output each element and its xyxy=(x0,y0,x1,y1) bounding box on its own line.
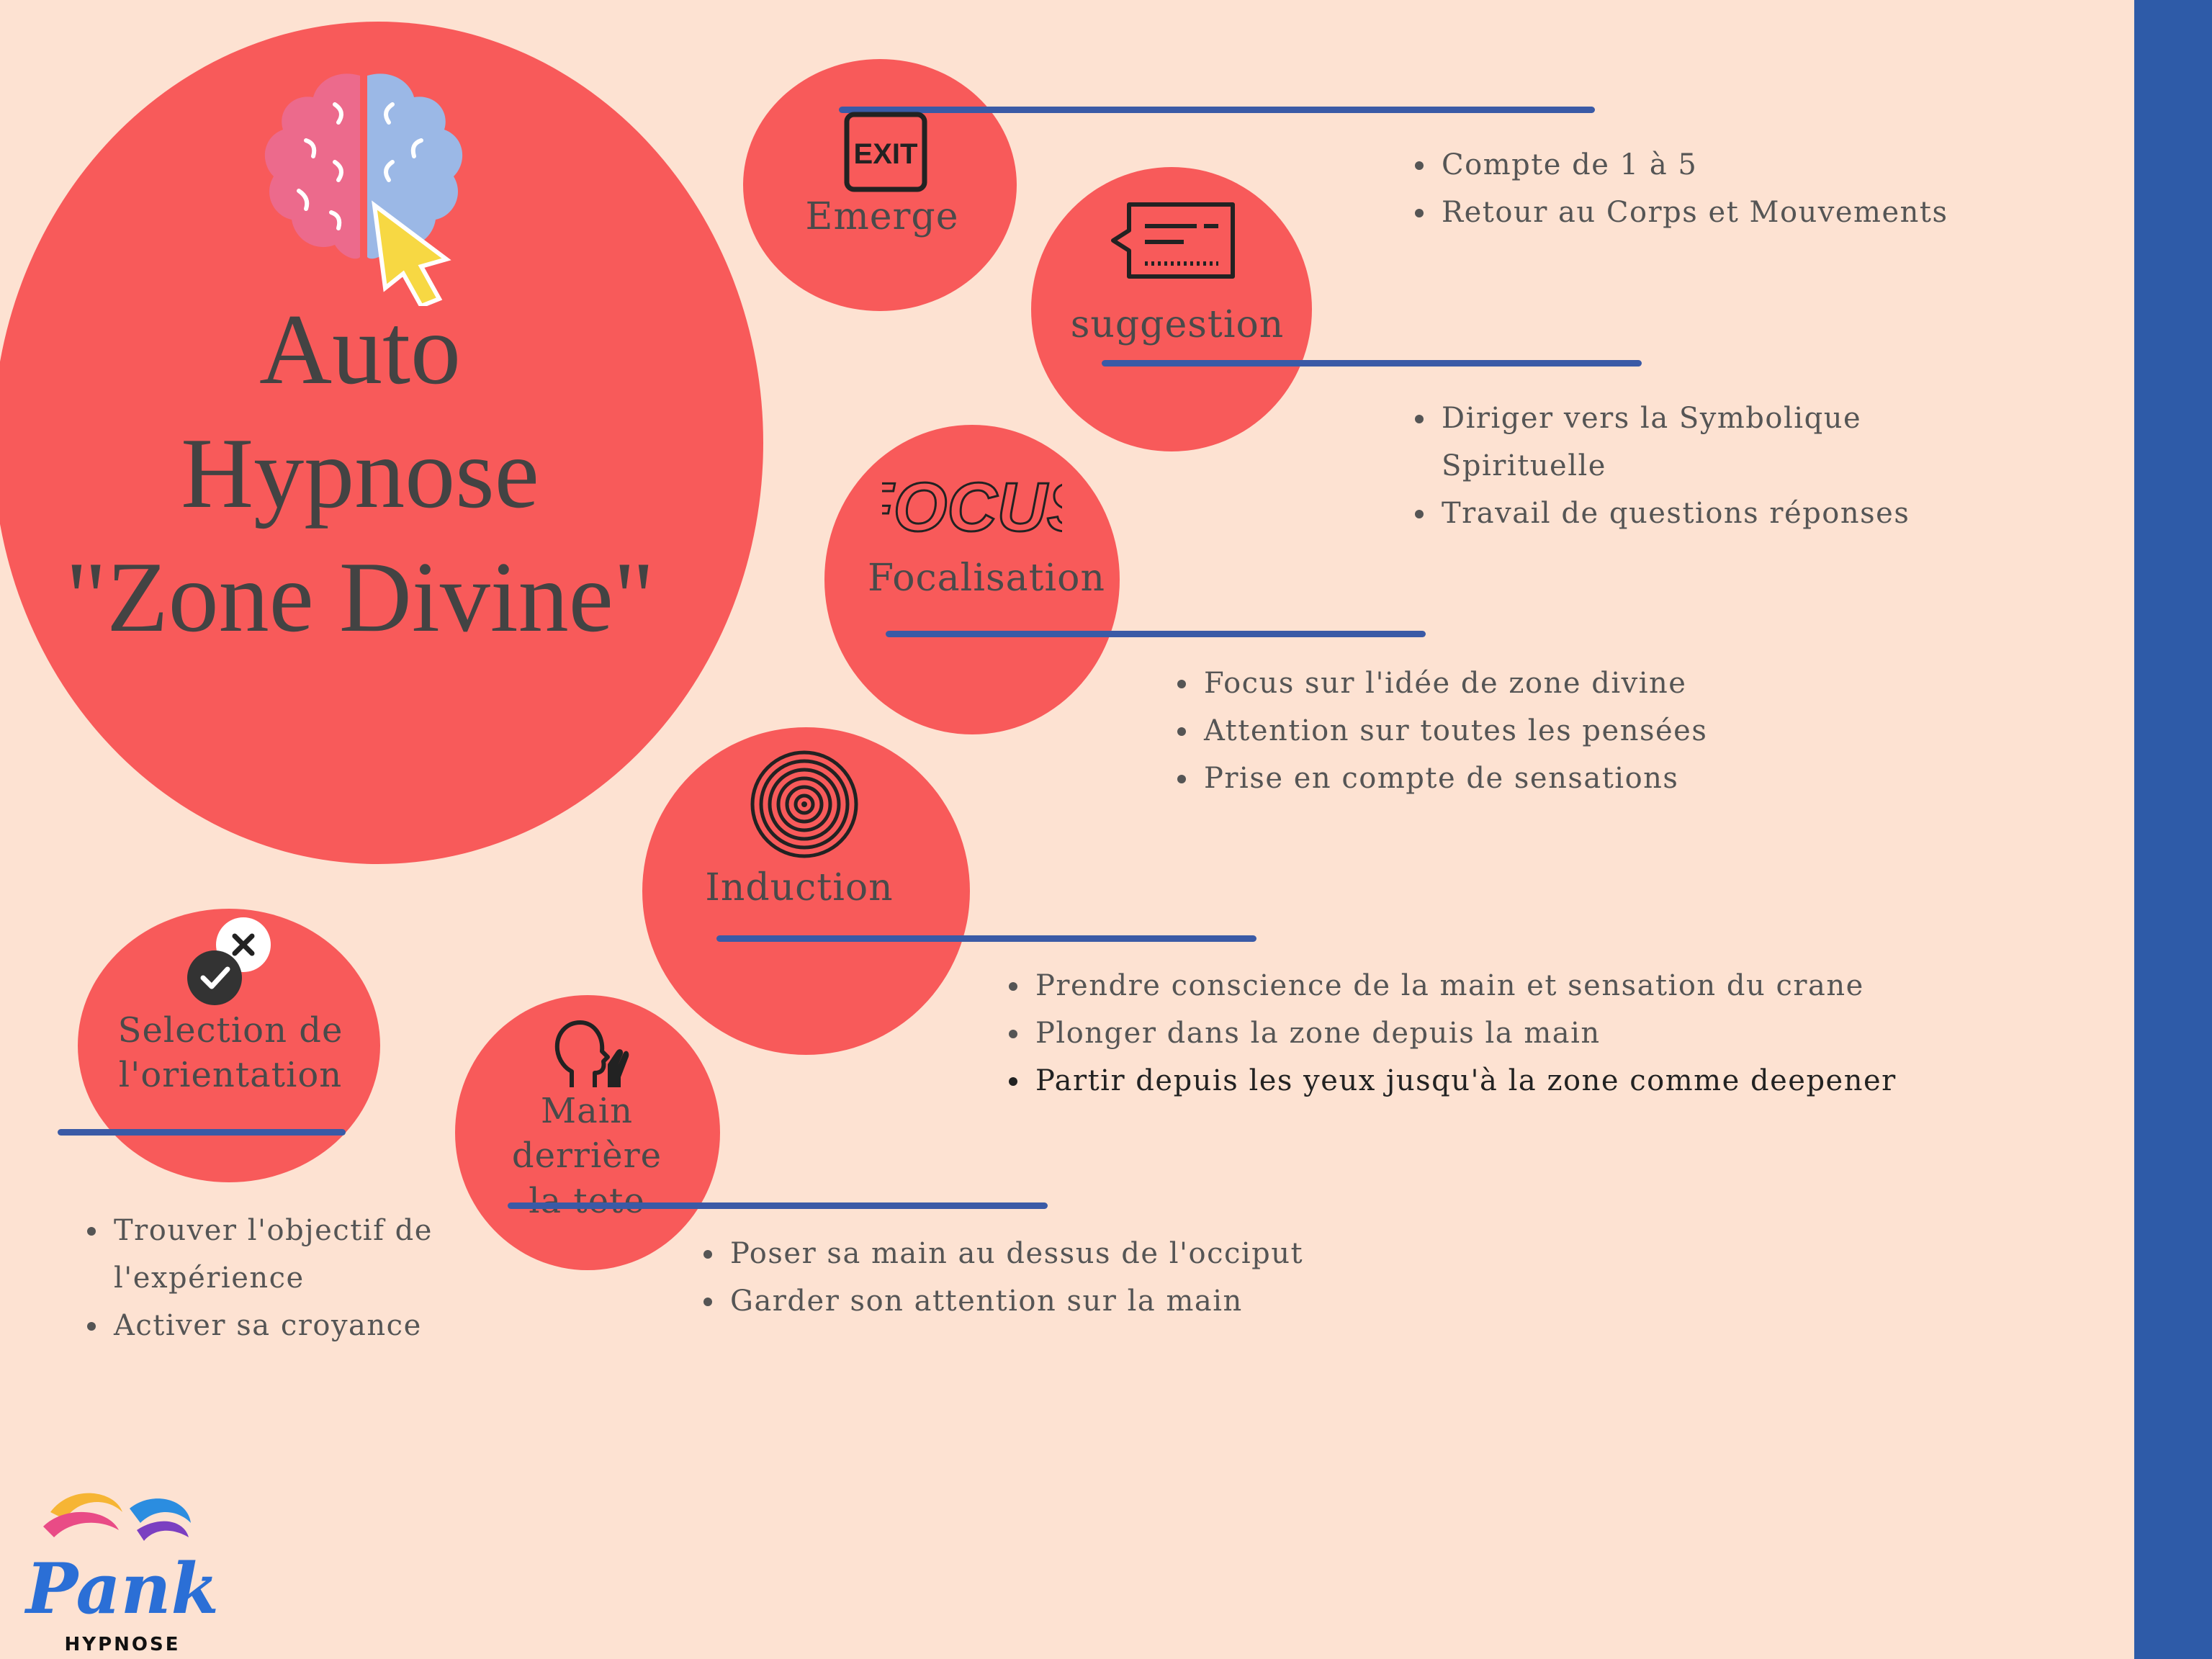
title-line-2: Hypnose xyxy=(181,418,539,529)
selection-label: Selection de l'orientation xyxy=(101,1008,360,1098)
suggestion-bullets: Diriger vers la Symbolique Spirituelle T… xyxy=(1404,395,1941,537)
list-item: Partir depuis les yeux jusqu'à la zone c… xyxy=(1031,1057,1967,1105)
list-item: Trouver l'objectif de l'expérience xyxy=(109,1207,513,1302)
main-stroke xyxy=(508,1202,1048,1209)
exit-sign-icon: EXIT xyxy=(844,112,927,192)
svg-text:FOCUS: FOCUS xyxy=(882,469,1062,541)
selection-bullets: Trouver l'objectif de l'expérience Activ… xyxy=(76,1207,513,1349)
emerge-circle xyxy=(743,59,1017,311)
svg-text:EXIT: EXIT xyxy=(854,138,918,170)
emerge-label: Emerge xyxy=(805,195,959,238)
head-hand-icon xyxy=(554,1020,629,1087)
list-item: Prendre conscience de la main et sensati… xyxy=(1031,962,1967,1010)
title-line-3: "Zone Divine" xyxy=(66,541,655,653)
pank-hypnose-logo: Pank HYPNOSE xyxy=(24,1493,219,1655)
focalisation-bullets: Focus sur l'idée de zone divine Attentio… xyxy=(1166,660,1776,802)
emerge-bullets: Compte de 1 à 5 Retour au Corps et Mouve… xyxy=(1404,141,1984,236)
speech-bubble-icon xyxy=(1111,202,1235,279)
focalisation-stroke xyxy=(886,631,1426,637)
suggestion-stroke xyxy=(1102,360,1642,367)
selection-stroke xyxy=(58,1129,346,1136)
list-item: Plonger dans la zone depuis la main xyxy=(1031,1010,1967,1057)
induction-stroke xyxy=(716,935,1256,942)
emerge-stroke xyxy=(839,107,1595,113)
suggestion-label: suggestion xyxy=(1070,303,1285,346)
svg-text:Pank: Pank xyxy=(24,1548,219,1629)
list-item: Travail de questions réponses xyxy=(1437,490,1941,537)
list-item: Compte de 1 à 5 xyxy=(1437,141,1984,189)
svg-text:HYPNOSE: HYPNOSE xyxy=(65,1634,181,1655)
main-label-line-2: la tete xyxy=(529,1180,645,1221)
list-item: Attention sur toutes les pensées xyxy=(1200,707,1776,755)
list-item: Diriger vers la Symbolique Spirituelle xyxy=(1437,395,1941,490)
selection-label-line-1: Selection de xyxy=(117,1010,343,1051)
list-item: Garder son attention sur la main xyxy=(726,1277,1374,1325)
focalisation-label: Focalisation xyxy=(868,557,1105,600)
main-label: Main derrière la tete xyxy=(461,1089,713,1223)
list-item: Prise en compte de sensations xyxy=(1200,755,1776,802)
right-blue-border xyxy=(2134,0,2212,1659)
list-item: Retour au Corps et Mouvements xyxy=(1437,189,1984,236)
induction-bullets: Prendre conscience de la main et sensati… xyxy=(998,962,1967,1105)
induction-circle xyxy=(642,727,970,1055)
page-title: Auto Hypnose "Zone Divine" xyxy=(0,288,720,660)
check-cross-icon xyxy=(187,917,271,1005)
list-item: Activer sa croyance xyxy=(109,1302,513,1349)
main-label-line-1: Main derrière xyxy=(511,1091,662,1177)
list-item: Poser sa main au dessus de l'occiput xyxy=(726,1230,1374,1277)
spiral-icon xyxy=(750,750,858,858)
main-circle xyxy=(455,995,720,1270)
focus-text-icon: FOCUS xyxy=(882,469,1062,541)
list-item: Focus sur l'idée de zone divine xyxy=(1200,660,1776,707)
focalisation-circle xyxy=(824,425,1120,734)
selection-label-line-2: l'orientation xyxy=(118,1055,343,1096)
title-line-1: Auto xyxy=(259,294,461,405)
brain-icon xyxy=(264,73,463,306)
main-bullets: Poser sa main au dessus de l'occiput Gar… xyxy=(693,1230,1374,1325)
induction-label: Induction xyxy=(705,866,894,909)
suggestion-circle xyxy=(1031,167,1312,451)
